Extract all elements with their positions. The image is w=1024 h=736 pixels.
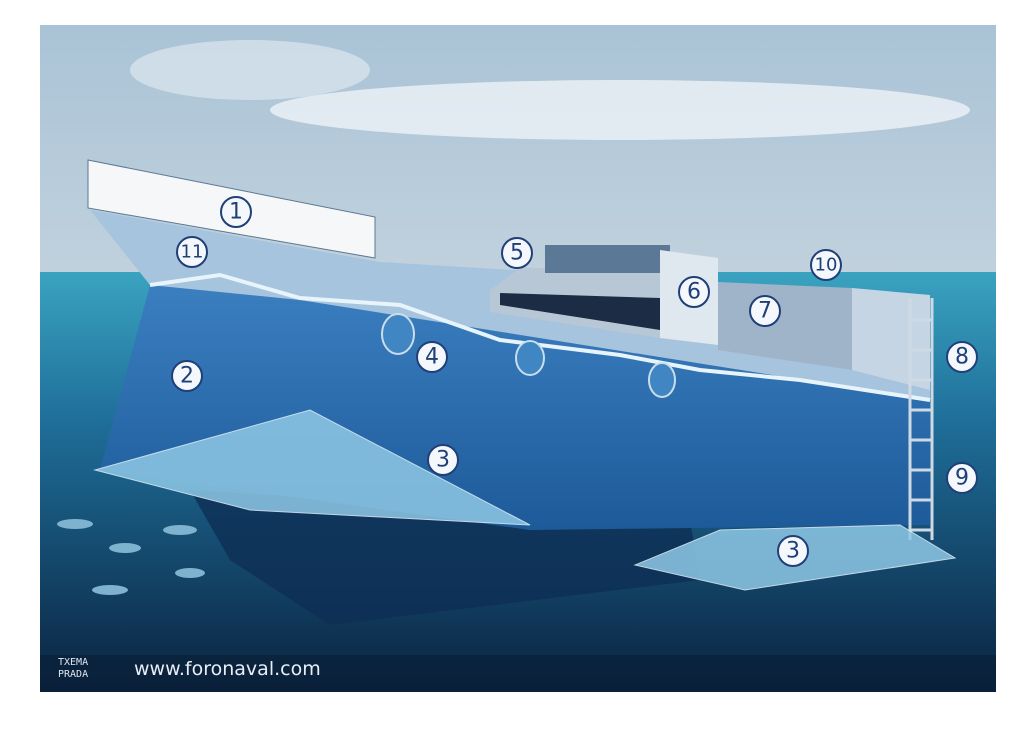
svg-text:9: 9: [955, 466, 969, 491]
porthole: [515, 340, 545, 376]
svg-text:4: 4: [425, 345, 439, 370]
svg-text:5: 5: [510, 241, 524, 266]
front-hydrofoil: [93, 409, 531, 526]
callout-1: 1: [220, 196, 252, 228]
callout-10: 10: [810, 249, 842, 281]
callout-7: 7: [749, 295, 781, 327]
signature-line1: TXEMA: [58, 657, 88, 668]
porthole: [381, 313, 415, 355]
porthole: [648, 362, 676, 398]
website-url: www.foronaval.com: [134, 658, 321, 680]
callout-11: 11: [176, 236, 208, 268]
waterline-foam: [149, 272, 931, 402]
svg-text:7: 7: [758, 299, 772, 324]
footer-band: [40, 655, 996, 692]
callout-5: 5: [501, 237, 533, 269]
svg-text:10: 10: [815, 255, 838, 276]
svg-text:1: 1: [229, 200, 243, 225]
callout-9: 9: [946, 462, 978, 494]
cloud: [130, 40, 370, 100]
stern-ladder: [908, 298, 934, 540]
svg-text:6: 6: [687, 280, 701, 305]
callout-3-rear: 3: [777, 535, 809, 567]
svg-text:11: 11: [181, 242, 204, 263]
callout-2: 2: [171, 360, 203, 392]
callout-4: 4: [416, 341, 448, 373]
svg-text:2: 2: [180, 364, 194, 389]
svg-text:8: 8: [955, 345, 969, 370]
svg-text:3: 3: [436, 448, 450, 473]
wheelhouse-roof: [545, 245, 670, 273]
callout-8: 8: [946, 341, 978, 373]
fish-school: [57, 519, 205, 595]
callout-3-front: 3: [427, 444, 459, 476]
signature-line2: PRADA: [58, 669, 88, 680]
wheelhouse-windows: [500, 293, 660, 330]
callout-6: 6: [678, 276, 710, 308]
cloud: [270, 80, 970, 140]
svg-text:3: 3: [786, 539, 800, 564]
